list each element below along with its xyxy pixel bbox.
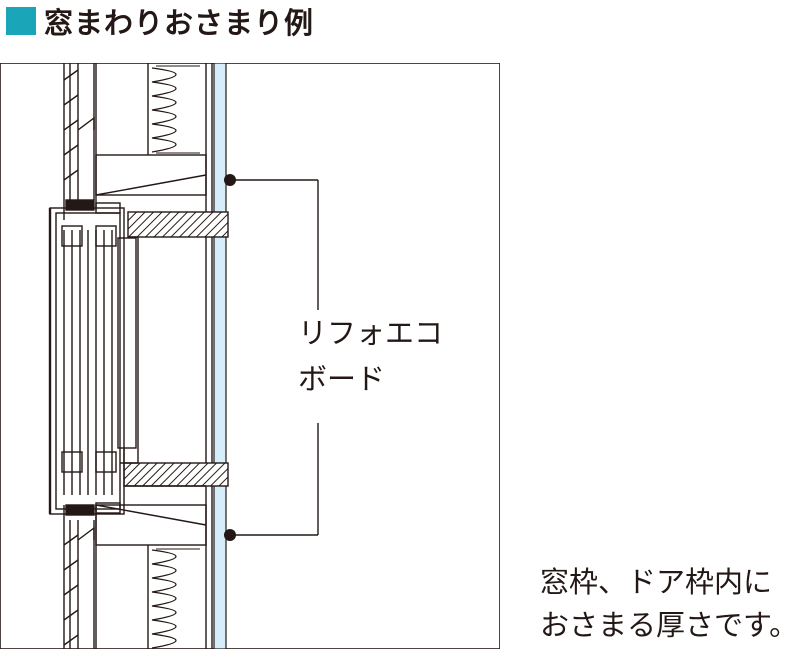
callout-label-line1: リフォエコ — [298, 316, 443, 350]
callout-label-line2: ボード — [298, 362, 385, 396]
exterior-wall-layers — [63, 63, 97, 649]
title-text: 窓まわりおさまり例 — [44, 6, 315, 40]
wall-framing — [95, 63, 213, 649]
lower-window-trim — [123, 462, 229, 487]
title-marker-square — [6, 7, 36, 35]
refoeco-board-strip — [213, 63, 227, 649]
note-line1: 窓枠、ドア枠内に — [540, 565, 773, 599]
insulation-lower — [151, 549, 177, 649]
upper-window-trim — [127, 211, 229, 238]
callout-leader — [230, 179, 319, 536]
callout-dot-bottom — [224, 529, 236, 541]
insulation-upper — [151, 67, 177, 153]
diagram-title: 窓まわりおさまり例 — [6, 3, 315, 40]
callout-dot-top — [224, 174, 236, 186]
drawing-frame — [0, 63, 500, 649]
note-line2: おさまる厚さです。 — [540, 608, 796, 642]
window-sash-assembly — [48, 199, 138, 516]
